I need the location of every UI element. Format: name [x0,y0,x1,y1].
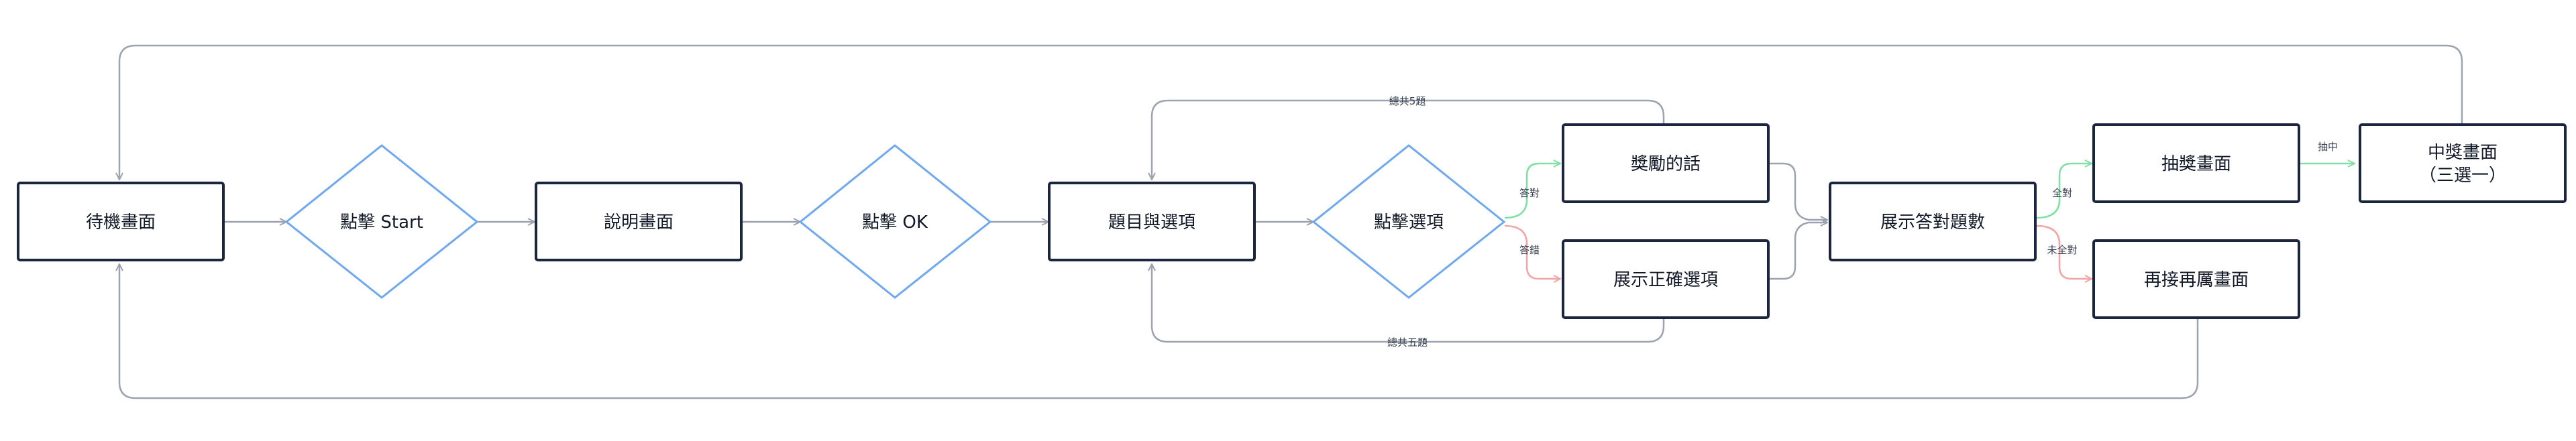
label-not-all-correct: 未全對 [2047,244,2077,256]
node-encourage-label: 獎勵的話 [1631,154,1701,174]
node-instructions-label: 說明畫面 [604,212,674,233]
edge-encourage-to-score [1769,162,1827,220]
node-retry-label: 再接再厲畫面 [2144,270,2249,290]
label-correct: 答對 [1519,187,1540,199]
node-click-start-label: 點擊 Start [340,212,423,233]
edge-score-not-all [2036,225,2092,279]
node-click-start: 點擊 Start [284,144,479,299]
node-prize-label-line2: （三選一） [2419,166,2506,186]
edge-score-all-correct [2036,164,2092,219]
node-question: 題目與選項 [1048,182,1256,261]
connectors [119,44,2463,399]
node-question-label: 題目與選項 [1108,212,1195,233]
node-lottery: 抽獎畫面 [2092,123,2300,203]
node-show-score: 展示答對題數 [1829,182,2037,261]
node-retry: 再接再厲畫面 [2092,239,2300,319]
edge-option-correct [1504,164,1560,219]
node-idle-label: 待機畫面 [86,212,156,233]
edge-encourage-to-question [1152,99,1665,180]
edge-labels: 總共5題 總共五題 答對 答錯 全對 未全對 抽中 [1387,95,2338,349]
edge-option-wrong [1504,225,1560,279]
node-show-correct: 展示正確選項 [1562,239,1770,319]
node-instructions: 說明畫面 [535,182,743,261]
node-prize: 中獎畫面 （三選一） [2359,123,2567,203]
edge-prize-to-idle [119,44,2463,180]
label-loop-bottom: 總共五題 [1387,336,1428,349]
edge-correct-to-question [1152,264,1665,343]
label-win: 抽中 [2318,141,2338,153]
label-all-correct: 全對 [2052,187,2072,199]
label-loop-top: 總共5題 [1389,95,1426,107]
node-click-ok-label: 點擊 OK [862,212,928,233]
label-wrong: 答錯 [1519,244,1540,256]
node-encourage: 獎勵的話 [1562,123,1770,203]
node-click-option-label: 點擊選項 [1374,212,1444,233]
node-click-ok: 點擊 OK [798,144,992,299]
node-show-score-label: 展示答對題數 [1880,212,1985,233]
node-prize-label-line1: 中獎畫面 [2428,143,2498,163]
node-idle: 待機畫面 [17,182,225,261]
edge-correctopt-to-score [1769,223,1827,280]
node-lottery-label: 抽獎畫面 [2161,154,2231,174]
node-click-option: 點擊選項 [1311,144,1506,299]
edge-retry-to-idle [119,264,2199,399]
node-show-correct-label: 展示正確選項 [1613,270,1718,290]
